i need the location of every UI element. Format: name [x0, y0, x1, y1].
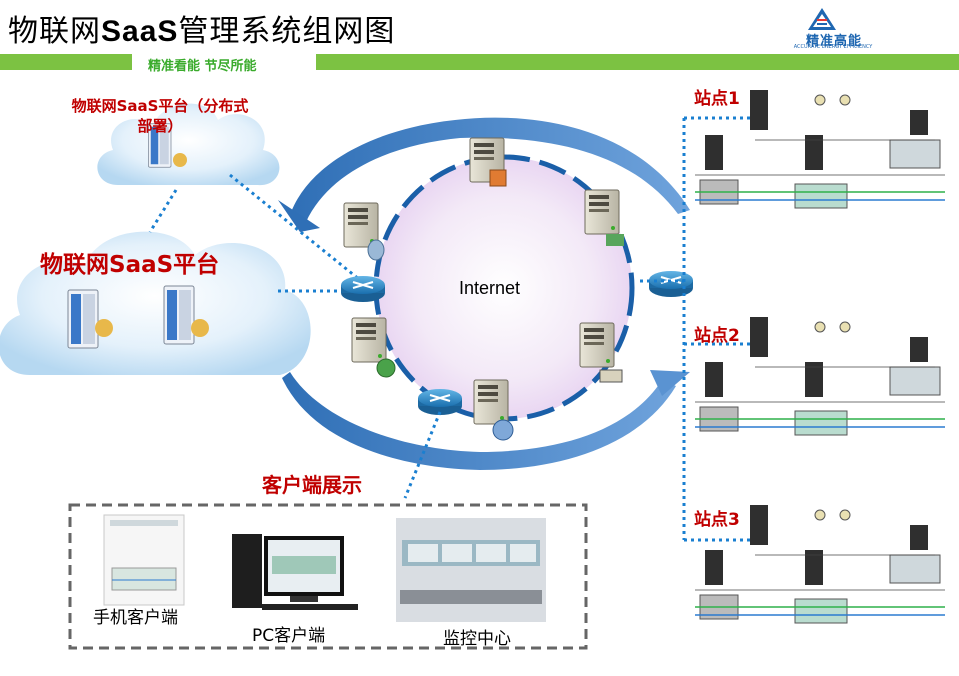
server-icon	[579, 322, 615, 368]
green-bar-right	[316, 54, 959, 70]
cloud-small	[97, 103, 280, 186]
client-title: 客户端展示	[262, 473, 362, 497]
arrow-bottom	[282, 372, 676, 470]
monitor-center-label: 监控中心	[443, 629, 511, 649]
globe-icon	[376, 358, 396, 378]
cloud-small-label: 物联网SaaS平台（分布式部署）	[71, 97, 249, 135]
server-icon	[473, 379, 509, 425]
logo-subtext: ACCURATE ENERGY EFFICIENCY	[793, 44, 873, 50]
site-schematic-1	[695, 90, 945, 209]
client-box	[68, 503, 588, 650]
slogan: 精准看能 节尽所能	[148, 59, 257, 74]
logo-icon	[808, 8, 836, 30]
coins-icon	[173, 153, 187, 167]
site-label-2: 站点2	[694, 326, 740, 346]
server-icon	[584, 189, 620, 235]
router-icon	[340, 275, 386, 303]
phone-client-image	[103, 514, 185, 606]
coins-icon	[95, 319, 113, 337]
logo-text: 精准高能	[805, 34, 862, 49]
coins-icon	[191, 319, 209, 337]
arrow-top	[290, 117, 690, 222]
site-schematic-2	[695, 317, 945, 436]
router-icon	[417, 388, 463, 416]
site-schematic-3	[695, 505, 945, 624]
site-label-3: 站点3	[694, 510, 740, 530]
link-clouds	[148, 189, 178, 233]
page-title: 物联网SaaS管理系统组网图	[8, 14, 396, 49]
money-icon	[606, 234, 624, 246]
phone-client-label: 手机客户端	[93, 608, 178, 628]
printer-icon	[599, 369, 623, 383]
cd-icon	[492, 419, 514, 441]
server-icon	[351, 317, 387, 363]
rack-icon	[67, 289, 99, 349]
folder-icon	[489, 169, 507, 187]
monitor-center-image	[396, 518, 546, 622]
router-icon	[648, 270, 694, 298]
link-clients	[403, 411, 442, 499]
pc-client-label: PC客户端	[252, 626, 326, 646]
internet-label: Internet	[459, 278, 521, 298]
site-label-1: 站点1	[694, 89, 740, 109]
database-icon	[367, 239, 385, 261]
cloud-big-label: 物联网SaaS平台	[40, 252, 220, 278]
rack-icon	[163, 285, 195, 345]
green-bar-left	[0, 54, 132, 70]
pc-client-image	[232, 534, 358, 610]
